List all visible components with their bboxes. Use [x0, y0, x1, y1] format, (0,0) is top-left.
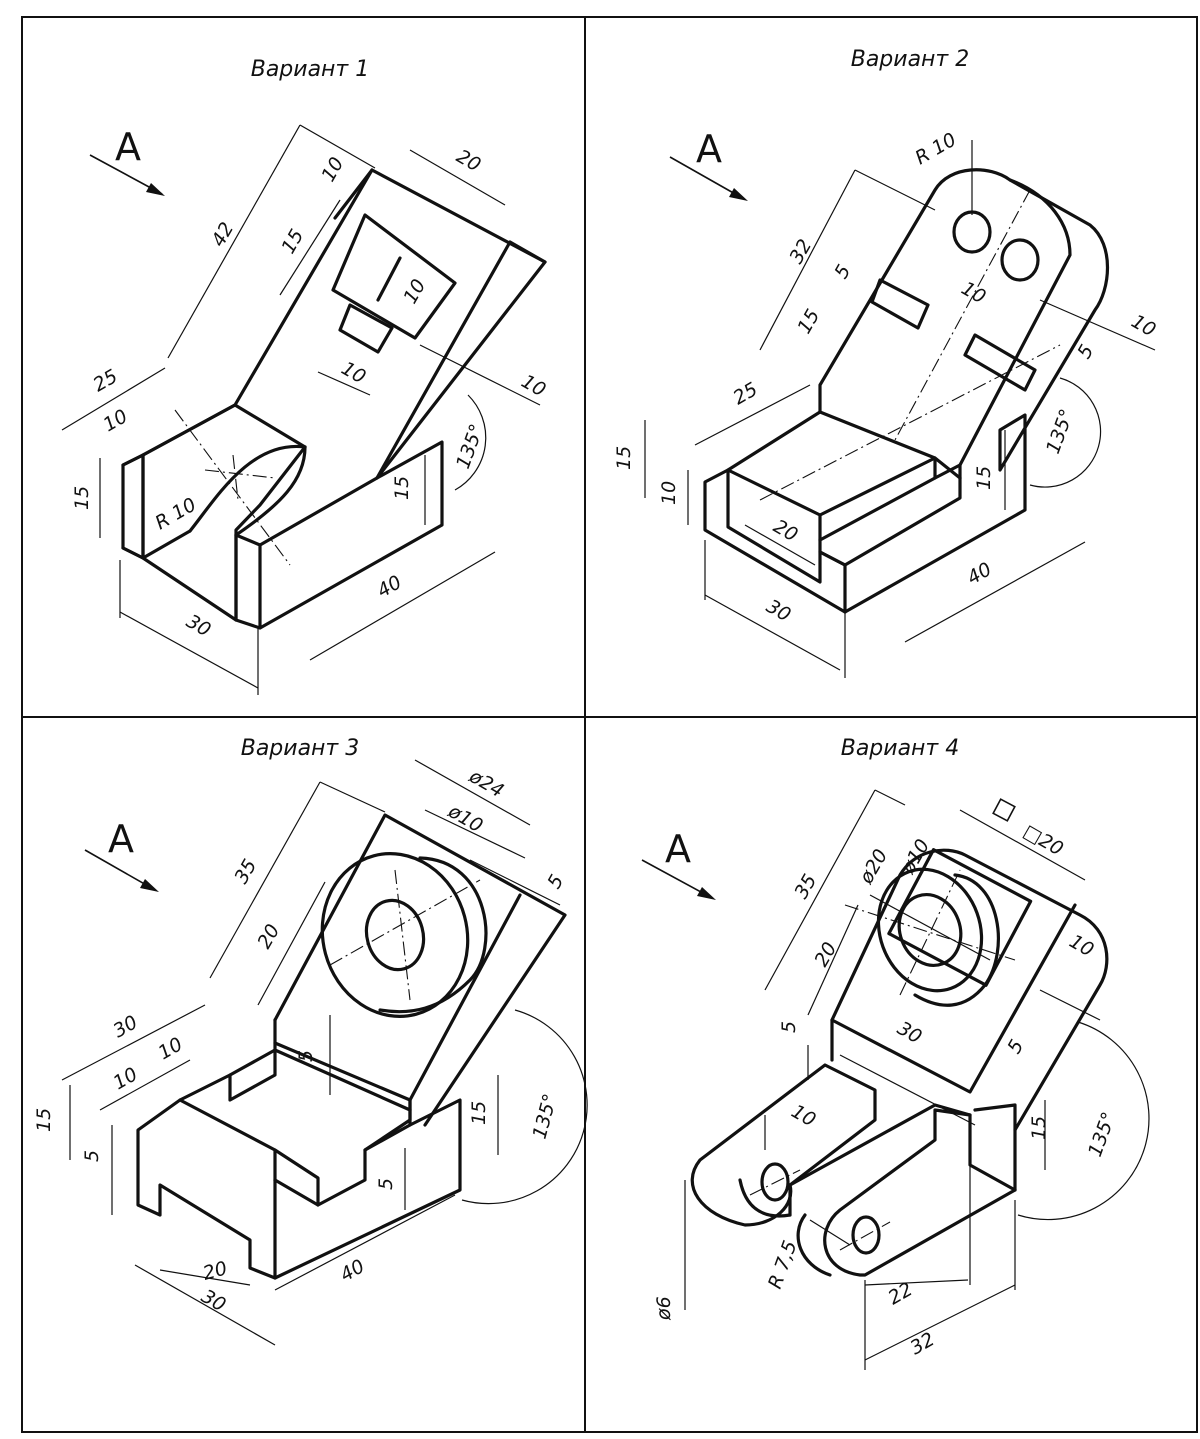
dim-3-0: ø24: [465, 765, 508, 802]
dim-2-0: R 10: [912, 129, 961, 170]
dim-1-2: 10: [100, 405, 132, 436]
dim-3-15: 40: [337, 1255, 369, 1286]
sheet-frame: [21, 16, 1198, 1433]
variant-4-panel: Вариант 4 A: [641, 736, 1150, 1370]
dim-2-3: 15: [793, 306, 824, 338]
dim-2-13: 40: [964, 558, 996, 589]
dim-3-5: 30: [110, 1011, 142, 1042]
dim-1-5: 15: [277, 226, 308, 258]
dim-2-7: 25: [730, 378, 762, 409]
dim-3-11: 15: [468, 1101, 490, 1125]
view-arrow-2: A: [669, 127, 748, 201]
dim-1-14: 135°: [452, 421, 488, 472]
view-arrow-3: A: [84, 817, 159, 892]
dim-4-14: 32: [907, 1328, 939, 1359]
dim-4-6: 5: [778, 1021, 800, 1033]
dim-4-15: 135°: [1084, 1109, 1120, 1160]
dim-3-8: 5: [295, 1050, 317, 1062]
part-2: [703, 168, 1109, 614]
dim-2-5: 10: [1128, 310, 1160, 341]
view-arrow-1: A: [89, 125, 165, 196]
dim-2-2: 5: [830, 261, 855, 282]
dim-3-1: ø10: [444, 800, 487, 837]
variant-2-title: Вариант 2: [851, 47, 970, 72]
dimensions-2: R 10 32 5 15 10 10 5 25 15 10 20 15 30 4…: [613, 129, 1159, 678]
dim-2-11: 15: [973, 466, 995, 490]
part-1: [121, 168, 547, 630]
dim-2-1: 32: [785, 236, 816, 268]
dim-4-8: 5: [1003, 1036, 1028, 1057]
dim-4-1: ø20: [855, 845, 892, 888]
part-4: [690, 848, 1109, 1277]
dim-3-9: 15: [33, 1108, 55, 1132]
dim-4-7: 30: [894, 1017, 926, 1048]
variant-3-panel: Вариант 3 A: [33, 736, 588, 1346]
dim-2-6: 5: [1073, 341, 1098, 362]
dim-2-4: 10: [958, 277, 990, 308]
dim-3-16: 135°: [529, 1091, 562, 1141]
dim-4-3: 35: [790, 871, 821, 903]
dimensions-1: 42 25 10 20 10 15 10 10 10 15 R 10 15 30…: [61, 124, 549, 695]
view-letter-3: A: [108, 817, 134, 861]
dim-3-2: 35: [230, 856, 261, 888]
variant-1-panel: Вариант 1 A: [61, 57, 549, 695]
variant-4-title: Вариант 4: [841, 736, 960, 761]
dim-1-0: 42: [207, 219, 238, 251]
dim-2-9: 10: [658, 481, 680, 505]
dim-2-8: 15: [613, 446, 635, 470]
view-letter-1: A: [115, 125, 141, 169]
dim-2-14: 135°: [1042, 406, 1078, 457]
variant-3-title: Вариант 3: [241, 736, 360, 761]
dim-3-14: 30: [198, 1285, 230, 1316]
dim-1-12: 30: [183, 610, 215, 641]
dim-4-11: ø6: [653, 1296, 675, 1321]
dim-3-7: 10: [155, 1033, 187, 1064]
dim-3-3: 20: [253, 921, 284, 953]
dim-4-10: 15: [1028, 1116, 1050, 1140]
view-letter-4: A: [665, 827, 691, 871]
dim-4-12: R 7,5: [764, 1238, 802, 1292]
dim-2-12: 30: [763, 595, 795, 626]
dim-1-4: 10: [317, 154, 348, 186]
dim-1-9: 15: [71, 486, 93, 510]
dim-1-13: 40: [374, 571, 406, 602]
part-3: [136, 813, 567, 1280]
dim-4-4: 20: [810, 939, 841, 971]
dim-1-3: 20: [453, 145, 485, 176]
dim-1-7: 10: [338, 357, 370, 388]
dim-3-10: 5: [81, 1150, 103, 1162]
view-letter-2: A: [696, 127, 722, 171]
variant-1-title: Вариант 1: [251, 57, 370, 82]
dim-4-0: □20: [1020, 820, 1067, 860]
dim-1-1: 25: [90, 365, 122, 396]
variant-2-panel: Вариант 2 A: [613, 47, 1159, 678]
dim-1-11: 15: [391, 476, 413, 500]
dim-3-4: 5: [543, 871, 568, 892]
dim-4-5: 10: [1066, 930, 1098, 961]
dim-3-12: 5: [375, 1178, 397, 1190]
view-arrow-4: A: [641, 827, 716, 900]
dim-1-6: 10: [399, 276, 430, 308]
